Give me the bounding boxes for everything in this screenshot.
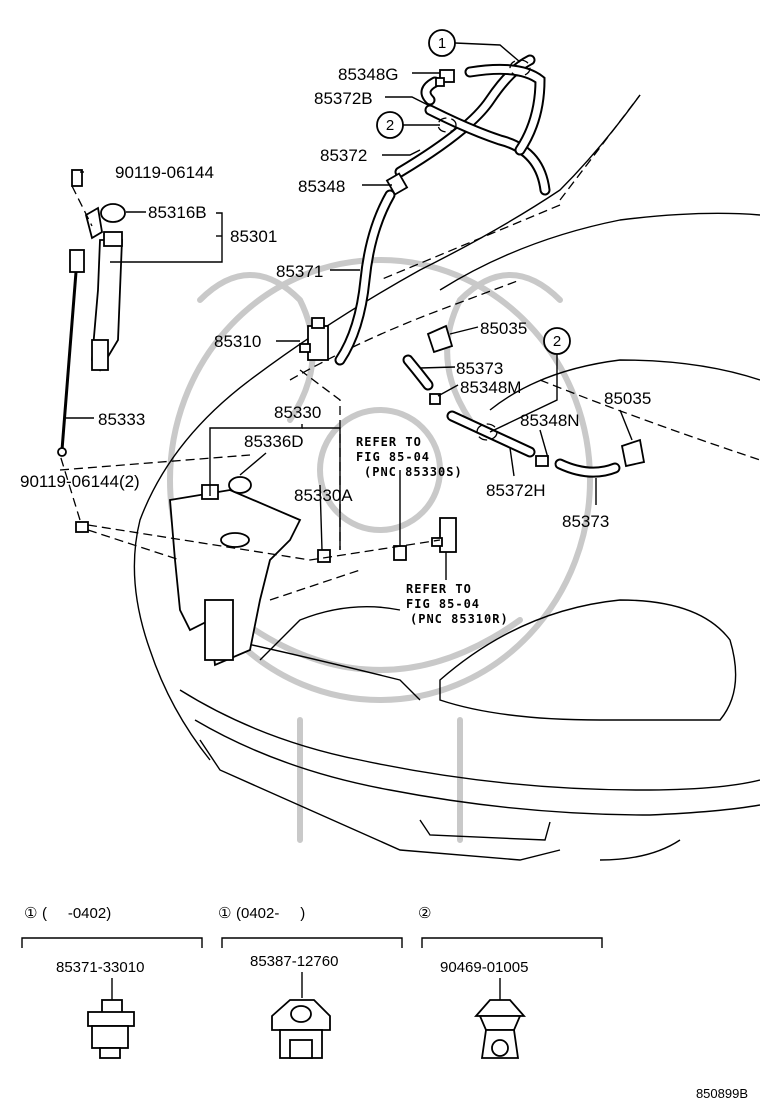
label-85372B: 85372B xyxy=(314,89,373,108)
label-90119-06144-2: 90119-06144(2) xyxy=(20,472,140,491)
label-85373-lower: 85373 xyxy=(562,512,609,531)
hose-85372H xyxy=(446,410,536,458)
part-labels: 85348G 85372B 85372 85348 90119-06144 85… xyxy=(20,65,651,531)
dipstick-85333 xyxy=(57,249,85,457)
hose-85371 xyxy=(334,189,396,366)
cap-85316B xyxy=(100,203,126,223)
callout-2-upper-text: 2 xyxy=(386,117,394,134)
connector-85348N xyxy=(535,455,549,467)
variant-1-range: ( -0402) xyxy=(42,905,111,922)
clip-90469-01005 xyxy=(474,999,526,1059)
callout-2-upper: 2 xyxy=(376,111,457,139)
refer-note-2-line3: (PNC 85310R) xyxy=(410,612,509,626)
label-85316B: 85316B xyxy=(148,203,207,222)
variant-2-range: (0402- ) xyxy=(236,905,305,922)
hose-85373-lower xyxy=(554,458,621,478)
label-85330: 85330 xyxy=(274,403,321,422)
label-85348G: 85348G xyxy=(338,65,399,84)
variant-3-part-no: 90469-01005 xyxy=(440,959,528,976)
bolt-90119-top xyxy=(71,169,83,187)
refer-note-2-line1: REFER TO xyxy=(406,582,472,596)
label-85310: 85310 xyxy=(214,332,261,351)
variant-1-part-no: 85371-33010 xyxy=(56,959,144,976)
connector-85348G xyxy=(435,69,455,87)
label-85035-lower: 85035 xyxy=(604,389,651,408)
filler-neck-85301 xyxy=(91,231,123,372)
refer-note-1-line3: (PNC 85330S) xyxy=(364,465,463,479)
reservoir-tank xyxy=(169,484,302,667)
label-85372: 85372 xyxy=(320,146,367,165)
connector-85348 xyxy=(385,172,409,196)
label-85371: 85371 xyxy=(276,262,323,281)
label-85035-upper: 85035 xyxy=(480,319,527,338)
pump-ref-85310R xyxy=(431,517,457,553)
label-85330A: 85330A xyxy=(294,486,353,505)
label-85372H: 85372H xyxy=(486,481,546,500)
callout-1-text: 1 xyxy=(438,35,446,52)
label-90119-06144: 90119-06144 xyxy=(115,163,214,182)
variant-1-marker: ① xyxy=(24,905,37,922)
refer-note-85330S: REFER TO FIG 85-04 (PNC 85330S) xyxy=(356,435,463,479)
label-85333: 85333 xyxy=(98,410,145,429)
grommet-85330A xyxy=(317,549,331,563)
label-85348: 85348 xyxy=(298,177,345,196)
hose-85372 xyxy=(394,54,551,196)
label-85373-upper: 85373 xyxy=(456,359,503,378)
callout-2-lower-text: 2 xyxy=(553,333,561,350)
refer-note-1-line1: REFER TO xyxy=(356,435,422,449)
refer-note-85310R: REFER TO FIG 85-04 (PNC 85310R) xyxy=(406,582,509,626)
clip-85371-33010 xyxy=(87,999,135,1059)
connector-85348M xyxy=(429,393,441,405)
variant-2-marker: ① xyxy=(218,905,231,922)
variant-3-marker: ② xyxy=(418,905,431,922)
watermark xyxy=(167,257,593,843)
label-85348M: 85348M xyxy=(460,378,521,397)
variant-2-part-no: 85387-12760 xyxy=(250,953,338,970)
label-85301: 85301 xyxy=(230,227,277,246)
label-85336D: 85336D xyxy=(244,432,304,451)
callout-1: 1 xyxy=(428,29,531,77)
variant-1: ① ( -0402) 85371-33010 xyxy=(21,905,203,1059)
refer-note-1-line2: FIG 85-04 xyxy=(356,450,430,464)
clip-85387-12760 xyxy=(271,999,331,1059)
grommet-85336D xyxy=(228,476,252,494)
pump-ref-85330S xyxy=(393,545,407,561)
car-body-outline xyxy=(133,94,760,861)
leader-lines xyxy=(59,72,633,601)
variant-2: ① (0402- ) 85387-12760 xyxy=(218,905,403,1059)
callout-2-lower: 2 xyxy=(476,327,571,441)
bracket-filler xyxy=(84,206,103,240)
hose-85373-upper xyxy=(402,354,434,391)
refer-note-2-line2: FIG 85-04 xyxy=(406,597,480,611)
pump-85310 xyxy=(299,317,329,361)
nozzle-85035-lower xyxy=(620,438,646,468)
nozzle-85035-upper xyxy=(426,324,454,354)
label-85348N: 85348N xyxy=(520,411,580,430)
variant-3: ② 90469-01005 xyxy=(418,905,603,1059)
bolt-90119-lower xyxy=(75,521,89,533)
diagram-id: 850899B xyxy=(696,1086,748,1101)
